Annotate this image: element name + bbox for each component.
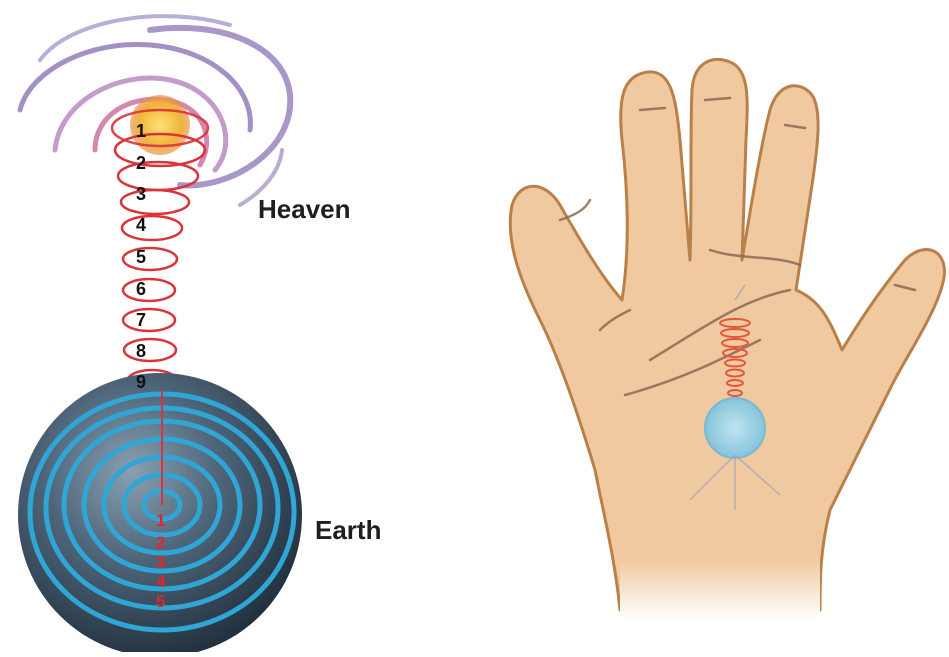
heaven-level-8: 8 xyxy=(136,342,146,360)
heaven-level-3: 3 xyxy=(136,185,146,203)
earth-level-5: 5 xyxy=(156,593,165,611)
heaven-level-4: 4 xyxy=(136,216,146,234)
earth-level-1: 1 xyxy=(156,512,165,530)
earth-level-4: 4 xyxy=(156,573,165,591)
heaven-level-6: 6 xyxy=(136,280,146,298)
heaven-label: Heaven xyxy=(258,194,351,225)
heaven-level-9: 9 xyxy=(136,373,146,391)
earth-label: Earth xyxy=(315,515,381,546)
heaven-level-1: 1 xyxy=(136,122,146,140)
earth-level-3: 3 xyxy=(156,554,165,572)
heaven-level-2: 2 xyxy=(136,154,146,172)
heaven-level-5: 5 xyxy=(136,248,146,266)
heaven-level-7: 7 xyxy=(136,311,146,329)
earth-level-2: 2 xyxy=(156,534,165,552)
